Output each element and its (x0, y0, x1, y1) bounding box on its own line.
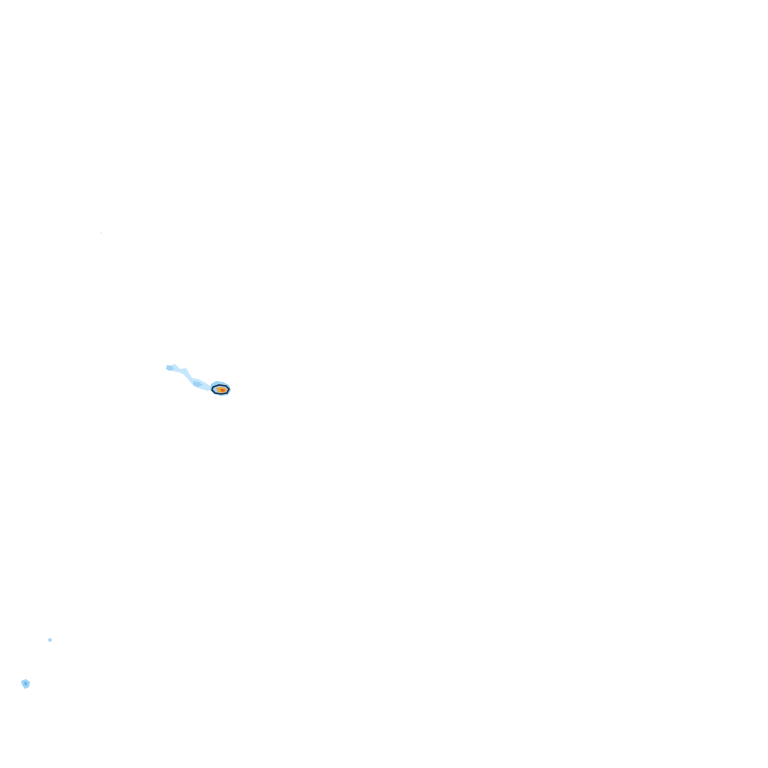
precipitation-cell-main (166, 364, 231, 396)
precip-core-outline (211, 384, 230, 395)
precip-speck-small (48, 638, 52, 642)
precipitation-cell-southwest (21, 638, 52, 689)
precip-patch-a (193, 381, 203, 387)
precip-core-very-heavy (220, 389, 225, 392)
precip-band-moderate (166, 365, 174, 371)
precip-band-light (168, 364, 212, 391)
precip-dot (100, 232, 102, 234)
precip-speck-cluster-inner (24, 682, 27, 686)
